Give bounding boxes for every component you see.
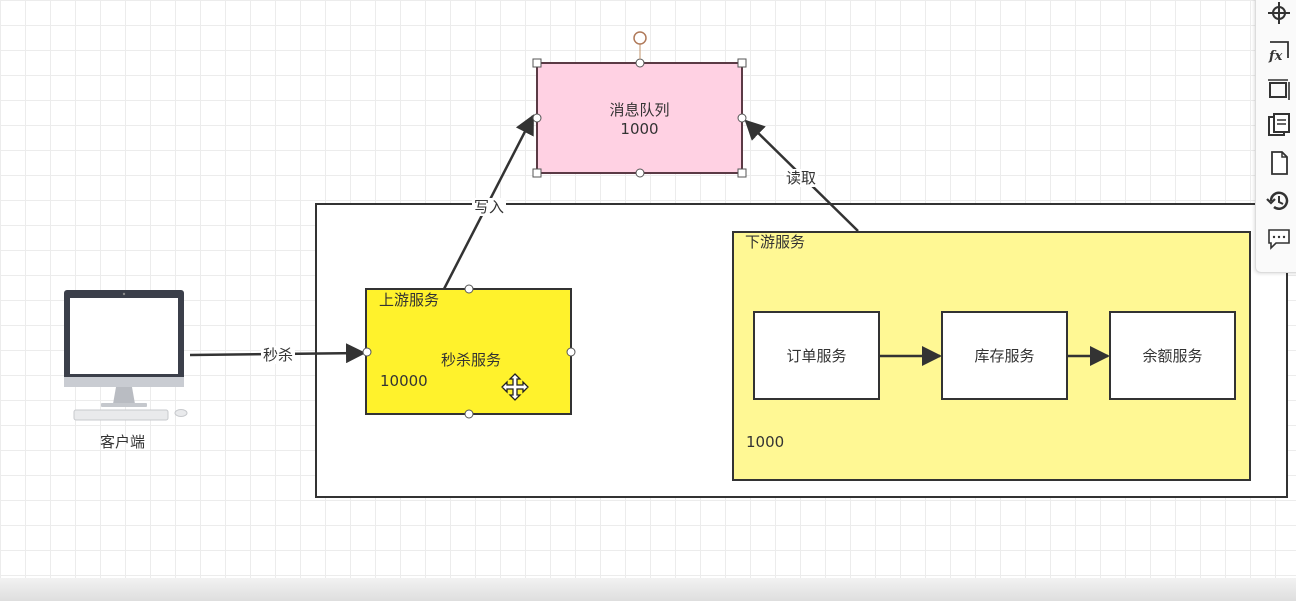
balance-service-box[interactable] [1109, 311, 1236, 400]
page-icon[interactable] [1266, 150, 1292, 176]
pages-icon[interactable] [1266, 112, 1292, 138]
rotate-handle[interactable] [633, 31, 647, 59]
formula-icon[interactable]: fx [1266, 38, 1292, 64]
navigate-icon[interactable] [1266, 0, 1292, 26]
client-label: 客户端 [100, 433, 146, 451]
message-queue-value: 1000 [620, 119, 659, 138]
format-toolbar: fx [1255, 0, 1296, 273]
monitor-icon [64, 290, 188, 421]
queue-selection-handles[interactable] [532, 58, 747, 178]
edge-label-read: 读取 [784, 169, 819, 187]
upstream-service-box[interactable] [365, 288, 572, 415]
bottom-edge [0, 578, 1296, 601]
order-service-box[interactable] [753, 311, 880, 400]
balance-service-label: 余额服务 [1142, 347, 1203, 365]
message-queue-label: 消息队列 1000 [537, 63, 742, 173]
upstream-header: 上游服务 [379, 291, 440, 309]
comment-icon[interactable] [1266, 226, 1292, 252]
inventory-service-box[interactable] [941, 311, 1068, 400]
message-queue-title: 消息队列 [609, 100, 670, 119]
move-cursor-icon [501, 373, 529, 401]
upstream-connection-handles[interactable] [362, 284, 576, 419]
inventory-service-label: 库存服务 [974, 347, 1035, 365]
downstream-value: 1000 [746, 433, 785, 451]
downstream-header: 下游服务 [745, 233, 806, 251]
resize-icon[interactable] [1266, 76, 1292, 102]
edge-label-write: 写入 [472, 198, 507, 216]
upstream-value: 10000 [380, 372, 428, 390]
history-icon[interactable] [1266, 188, 1292, 214]
svg-text:fx: fx [1268, 49, 1283, 64]
order-service-label: 订单服务 [786, 347, 847, 365]
upstream-title: 秒杀服务 [441, 351, 502, 369]
edge-label-seckill: 秒杀 [261, 346, 296, 364]
